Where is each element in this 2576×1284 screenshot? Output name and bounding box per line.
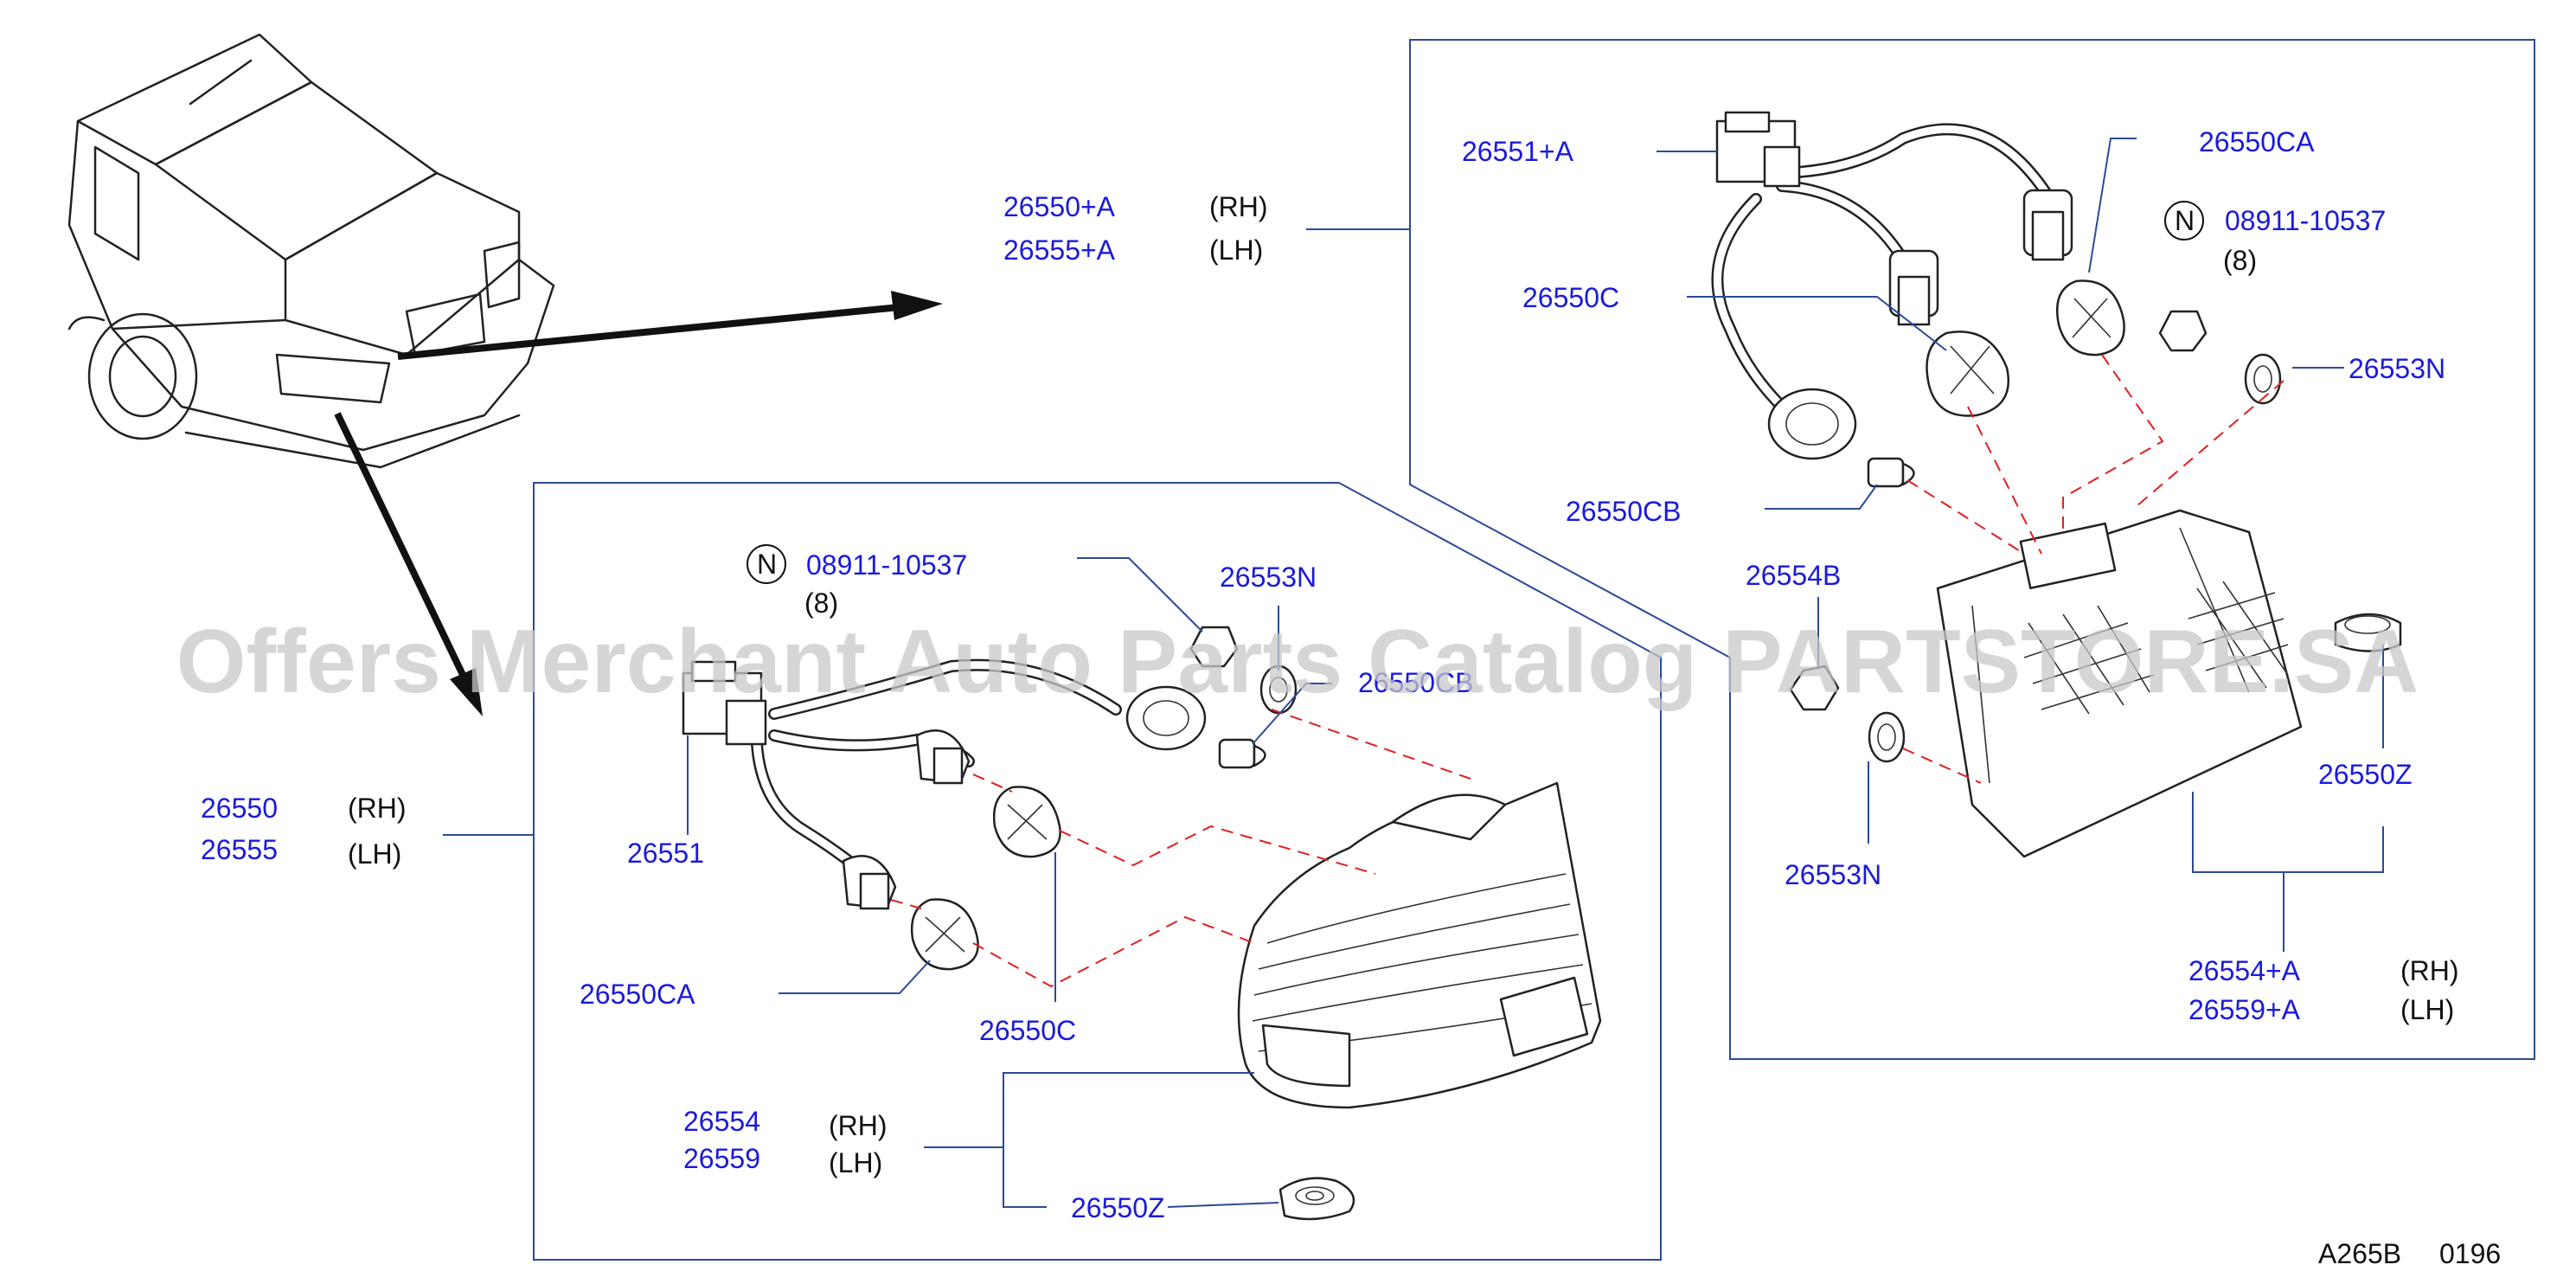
label-assy-lh-part: 26555: [201, 834, 278, 865]
label-inner-nut-n2: 26553N: [1785, 859, 1881, 890]
label-outer-screw: 08911-10537: [806, 549, 967, 581]
inner-bulbs: [1789, 279, 2282, 763]
label-outer-nut-n: 26553N: [1220, 562, 1317, 593]
outer-lamp-group: N 08911-10537 (8) 26553N 26550CB 26551 2…: [443, 482, 1662, 1261]
top-assembly-labels: 26550+A (RH) 26555+A (LH): [1003, 191, 1268, 266]
label-outer-screw-qty: (8): [804, 587, 838, 619]
car-rear-illustration: [67, 33, 555, 469]
outer-leader-lines: [687, 557, 1332, 1208]
label-inner-socket-ca: 26550CA: [2199, 126, 2315, 157]
outer-harness-drawing: [682, 658, 1207, 910]
label-outer-bulb-cb: 26550CB: [1358, 667, 1473, 698]
outer-dash-lines: [890, 709, 1471, 988]
label-inner-screw: 08911-10537: [2225, 205, 2386, 236]
pointer-arrows: [334, 291, 943, 716]
outer-n-mark: N: [757, 549, 777, 580]
label-inner-nut-n: 26553N: [2349, 353, 2445, 384]
label-outer-lamp-rh-part: 26554: [683, 1106, 760, 1137]
label-top-lh-part: 26555+A: [1003, 234, 1116, 266]
inner-n-mark-circle: [2164, 201, 2204, 241]
label-assy-rh-part: 26550: [201, 793, 278, 824]
label-outer-socket-ca: 26550CA: [580, 979, 695, 1010]
inner-lamp-drawing: [1936, 509, 2402, 858]
watermark-text: Offers Merchant Auto Parts Catalog PARTS…: [176, 612, 2419, 712]
label-outer-lamp-lh-side: (LH): [829, 1147, 882, 1178]
inner-harness-drawing: [1711, 111, 2073, 460]
label-inner-bulb-cb: 26550CB: [1566, 496, 1681, 527]
outer-lamp-drawing: [1237, 781, 1602, 1221]
label-inner-screw-qty: (8): [2223, 245, 2257, 276]
label-top-rh-side: (RH): [1209, 191, 1268, 222]
label-assy-lh-side: (LH): [348, 838, 401, 870]
label-outer-harness: 26551: [627, 838, 704, 869]
outer-n-mark-circle: [747, 544, 786, 584]
label-inner-socket-c: 26550C: [1522, 282, 1619, 313]
label-inner-lamp-rh-side: (RH): [2400, 955, 2459, 986]
left-assembly-labels: 26550 (RH) 26555 (LH): [201, 793, 407, 870]
label-outer-lamp-lh-part: 26559: [683, 1143, 760, 1174]
label-top-rh-part: 26550+A: [1003, 191, 1116, 222]
label-top-lh-side: (LH): [1209, 234, 1263, 266]
label-inner-lamp-lh-part: 26559+A: [2188, 994, 2301, 1025]
label-inner-harness: 26551+A: [1462, 136, 1574, 167]
label-inner-lamp-rh-part: 26554+A: [2188, 955, 2301, 986]
label-outer-lamp-rh-side: (RH): [829, 1110, 888, 1141]
label-inner-seal-b: 26554B: [1746, 560, 1841, 591]
label-inner-cap-z: 26550Z: [2318, 759, 2413, 790]
inner-group-frame: [1409, 39, 2535, 1060]
outer-group-frame: [533, 482, 1662, 1261]
label-outer-socket-c: 26550C: [979, 1015, 1076, 1046]
label-inner-lamp-lh-side: (LH): [2400, 994, 2454, 1025]
label-assy-rh-side: (RH): [348, 793, 407, 824]
figure-code: A265B: [2318, 1238, 2401, 1269]
inner-dash-lines: [1902, 354, 2284, 784]
label-outer-cap-z: 26550Z: [1071, 1192, 1165, 1223]
figure-date: 0196: [2439, 1238, 2501, 1269]
inner-n-mark: N: [2175, 205, 2195, 236]
outer-bulbs: [910, 626, 1298, 971]
inner-lamp-group: 26551+A 26550CA N 08911-10537 (8) 26550C…: [1306, 39, 2535, 1060]
inner-leader-lines: [1656, 138, 2384, 952]
